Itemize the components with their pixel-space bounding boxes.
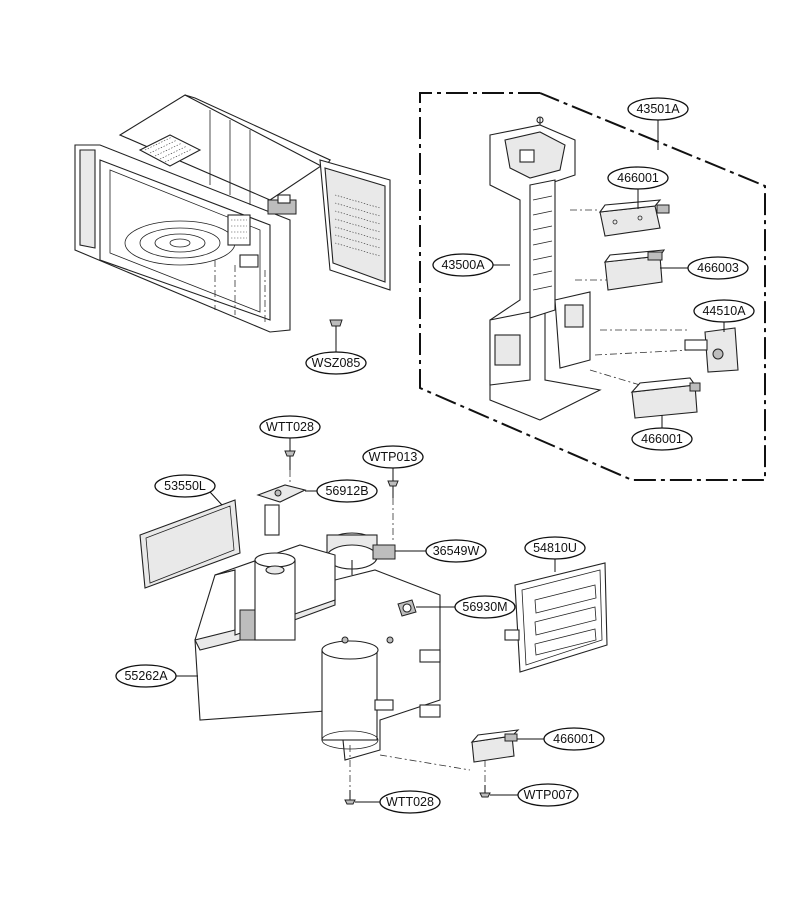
label-466001-mid: 466001 [631,415,693,451]
svg-text:53550L: 53550L [164,479,206,493]
lever-44510a [684,327,739,373]
motor-36549w [326,532,396,575]
label-43501a: 43501A [627,97,689,150]
plate-53550l [139,499,241,589]
label-wtp013: WTP013 [362,445,424,469]
svg-text:466003: 466003 [697,261,739,275]
label-55262a: 55262A [115,664,198,688]
label-56930m: 56930M [416,595,516,619]
label-44510a: 44510A [693,299,755,332]
cover-54810u [504,562,608,673]
svg-text:WTP007: WTP007 [524,788,573,802]
label-wtt028-top: WTT028 [259,415,321,439]
label-56912b: 56912B [305,479,378,503]
svg-text:43501A: 43501A [636,102,680,116]
microwave-cavity-assembly [74,94,391,333]
label-43500a: 43500A [432,253,510,277]
svg-text:54810U: 54810U [533,541,577,555]
micro-switch-466001-top [598,199,670,237]
micro-switch-466001-bot [470,729,520,763]
svg-text:44510A: 44510A [702,304,746,318]
latch-assembly-boundary [419,92,766,481]
micro-switch-466001-mid [630,377,701,419]
label-466003: 466003 [660,256,749,280]
screw-wsz085 [329,319,343,352]
label-wtt028-bottom: WTT028 [379,790,441,814]
micro-switch-466003 [603,249,666,291]
svg-text:43500A: 43500A [441,258,485,272]
label-466001-bot: 466001 [517,727,605,751]
screw-wtp007 [479,785,518,798]
label-36549w: 36549W [395,539,487,563]
svg-text:WSZ085: WSZ085 [312,356,361,370]
svg-text:466001: 466001 [641,432,683,446]
label-54810u: 54810U [524,536,586,572]
sensor-56930m [397,599,417,617]
svg-text:36549W: 36549W [433,544,480,558]
svg-text:466001: 466001 [553,732,595,746]
svg-text:55262A: 55262A [124,669,168,683]
label-53550l: 53550L [154,474,223,506]
base-bracket-55262a [194,544,441,761]
svg-text:466001: 466001 [617,171,659,185]
svg-text:WTT028: WTT028 [386,795,434,809]
svg-text:WTP013: WTP013 [369,450,418,464]
screw-wtp013 [387,468,399,540]
bracket-56912b [256,484,307,536]
latch-holder-43500a [489,116,602,421]
screw-wtt028-bottom [344,790,380,805]
screw-wtt028-top [284,438,296,485]
label-wsz085: WSZ085 [305,351,367,375]
svg-text:WTT028: WTT028 [266,420,314,434]
svg-text:56930M: 56930M [462,600,507,614]
svg-text:56912B: 56912B [325,484,368,498]
label-466001-top: 466001 [607,166,669,209]
label-wtp007: WTP007 [517,783,579,807]
